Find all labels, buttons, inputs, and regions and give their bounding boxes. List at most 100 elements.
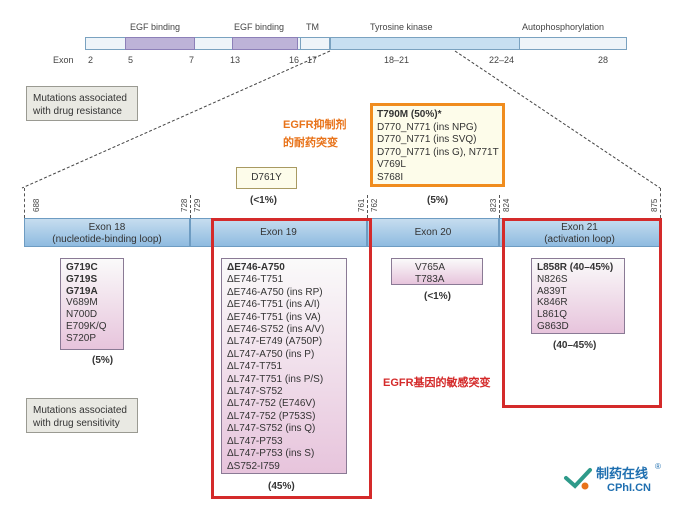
exon-number: 28 bbox=[598, 55, 609, 65]
exon-18-segment: Exon 18 (nucleotide-binding loop) bbox=[24, 218, 190, 247]
exon-number: 18–21 bbox=[384, 55, 410, 65]
d761y-box: D761Y bbox=[236, 167, 297, 189]
mutation-item: ΔL747-T751 bbox=[227, 361, 283, 373]
mutation-item: ΔL747-E749 (A750P) bbox=[227, 336, 323, 348]
domain-label-egf-binding-2: EGF binding bbox=[234, 22, 285, 32]
exon-21-mutation-box: L858R (40–45%) N826S A839T K846R L861Q G… bbox=[531, 258, 625, 334]
residue-tick: 875 bbox=[650, 198, 659, 212]
exon-18-mutation-box: G719C G719S G719A V689M N700D E709K/Q S7… bbox=[60, 258, 124, 350]
logo-registered-mark: ® bbox=[655, 462, 661, 471]
egf-binding-domain-2 bbox=[232, 37, 298, 50]
residue-tick: 688 bbox=[32, 198, 41, 212]
exon-21-highlight bbox=[502, 218, 662, 408]
exon-axis-label: Exon bbox=[53, 55, 74, 65]
mutation-item: ΔL747-752 (P753S) bbox=[227, 410, 316, 422]
mutation-item: ΔL747-752 (E746V) bbox=[227, 398, 316, 410]
mutation-item: T783A bbox=[415, 273, 445, 285]
t790m-percent: (5%) bbox=[427, 195, 449, 206]
t790m-box: T790M (50%)* D770_N771 (ins NPG) D770_N7… bbox=[370, 103, 505, 187]
exon-20-percent: (<1%) bbox=[424, 291, 451, 302]
sensitivity-mutations-label: Mutations associated with drug sensitivi… bbox=[26, 398, 138, 433]
residue-tick: 761 bbox=[357, 198, 366, 212]
residue-tick-line bbox=[367, 195, 368, 218]
mutation-item: ΔL747-S752 (ins Q) bbox=[227, 423, 316, 435]
exon-19-highlight bbox=[211, 218, 372, 499]
mutation-item: ΔE746-T751 (ins A/I) bbox=[227, 299, 320, 311]
exon-18-percent: (5%) bbox=[92, 355, 114, 366]
exon-18-sublabel: (nucleotide-binding loop) bbox=[52, 234, 162, 245]
cphi-logo-icon bbox=[564, 468, 592, 490]
t790m-item: V769L bbox=[377, 159, 406, 171]
residue-tick-line bbox=[190, 195, 191, 218]
mutation-item: ΔL747-S752 bbox=[227, 386, 283, 398]
egf-binding-domain-1 bbox=[125, 37, 195, 50]
mutation-item: G719C bbox=[66, 262, 98, 273]
sensitivity-cn-label: EGFR基因的敏感突变 bbox=[383, 377, 491, 389]
exon-21-label: Exon 21 bbox=[561, 222, 598, 233]
mutation-item: ΔE746-S752 (ins A/V) bbox=[227, 324, 325, 336]
mutation-item: A839T bbox=[537, 285, 567, 297]
logo-cn-text: 制药在线 bbox=[596, 466, 649, 481]
logo-en-text: CPhI.CN bbox=[607, 482, 651, 494]
t790m-item: D770_N771 (ins NPG) bbox=[377, 121, 478, 133]
t790m-item: D770_N771 (ins G), N771T bbox=[377, 146, 499, 158]
mutation-item: G719S bbox=[66, 273, 98, 285]
mutation-item: E709K/Q bbox=[66, 320, 107, 332]
tm-domain bbox=[300, 37, 330, 50]
domain-label-egf-binding-1: EGF binding bbox=[130, 22, 181, 32]
mutation-item: ΔL747-A750 (ins P) bbox=[227, 348, 315, 360]
mutation-item: ΔE746-T751 (ins VA) bbox=[227, 311, 321, 323]
domain-label-tm: TM bbox=[306, 22, 319, 32]
mutation-item: G719A bbox=[66, 285, 98, 297]
mutation-item: L861Q bbox=[537, 309, 568, 321]
exon-21-sublabel: (activation loop) bbox=[544, 234, 615, 245]
t790m-item: D770_N771 (ins SVQ) bbox=[377, 134, 477, 146]
mutation-item: K846R bbox=[537, 297, 568, 309]
t790m-item: S768I bbox=[377, 171, 404, 183]
exon-number: 13 bbox=[230, 55, 241, 65]
residue-tick: 823 bbox=[489, 198, 498, 212]
residue-tick: 729 bbox=[193, 198, 202, 212]
mutation-item: V689M bbox=[66, 297, 98, 309]
residue-tick-line bbox=[24, 188, 25, 218]
resistance-cn-line-1: EGFR抑制剂 bbox=[283, 119, 347, 131]
residue-tick: 728 bbox=[180, 198, 189, 212]
mutation-item: ΔS752-I759 bbox=[227, 460, 280, 472]
exon-21-percent: (40–45%) bbox=[553, 340, 597, 351]
mutation-item: N826S bbox=[537, 273, 568, 285]
exon-20-mutation-box: V765A T783A bbox=[391, 258, 483, 285]
residue-tick: 824 bbox=[502, 198, 511, 212]
exon-number: 2 bbox=[88, 55, 94, 65]
domain-label-autophosphorylation: Autophosphorylation bbox=[522, 22, 605, 32]
residue-tick-line bbox=[660, 188, 661, 218]
mutation-item: N700D bbox=[66, 309, 98, 321]
exon-number: 17 bbox=[307, 55, 318, 65]
domain-label-tyrosine-kinase: Tyrosine kinase bbox=[370, 22, 433, 32]
resistance-mutations-label: Mutations associated with drug resistanc… bbox=[26, 86, 138, 121]
mutation-item: L858R (40–45%) bbox=[537, 262, 614, 273]
mutation-item: ΔL747-P753 (ins S) bbox=[227, 448, 315, 460]
exon-19-mutation-box: ΔE746-A750 ΔE746-T751 ΔE746-A750 (ins RP… bbox=[221, 258, 347, 474]
mutation-item: S720P bbox=[66, 332, 97, 344]
resistance-cn-line-2: 的耐药突变 bbox=[283, 137, 338, 149]
tyrosine-kinase-domain bbox=[330, 37, 520, 50]
exon-19-label: Exon 19 bbox=[260, 227, 297, 238]
t790m-title: T790M (50%)* bbox=[377, 109, 442, 120]
exon-18-label: Exon 18 bbox=[88, 222, 126, 233]
mutation-item: ΔL747-T751 (ins P/S) bbox=[227, 373, 324, 385]
exon-number: 16 bbox=[289, 55, 300, 65]
exon-number: 5 bbox=[128, 55, 134, 65]
exon-20-label: Exon 20 bbox=[414, 227, 452, 238]
mutation-item: G863D bbox=[537, 320, 569, 332]
exon-19-percent: (45%) bbox=[268, 481, 295, 492]
mutation-item: ΔL747-P753 bbox=[227, 435, 283, 447]
exon-number: 22–24 bbox=[489, 55, 515, 65]
exon-number: 7 bbox=[189, 55, 195, 65]
mutation-item: ΔE746-A750 bbox=[227, 262, 285, 273]
exon-21-segment: Exon 21 (activation loop) bbox=[499, 218, 660, 247]
residue-tick-line bbox=[499, 195, 500, 218]
cphi-logo: 制药在线 ® CPhI.CN bbox=[563, 462, 675, 500]
mutation-item: ΔE746-A750 (ins RP) bbox=[227, 286, 323, 298]
mutation-item: ΔE746-T751 bbox=[227, 274, 284, 286]
